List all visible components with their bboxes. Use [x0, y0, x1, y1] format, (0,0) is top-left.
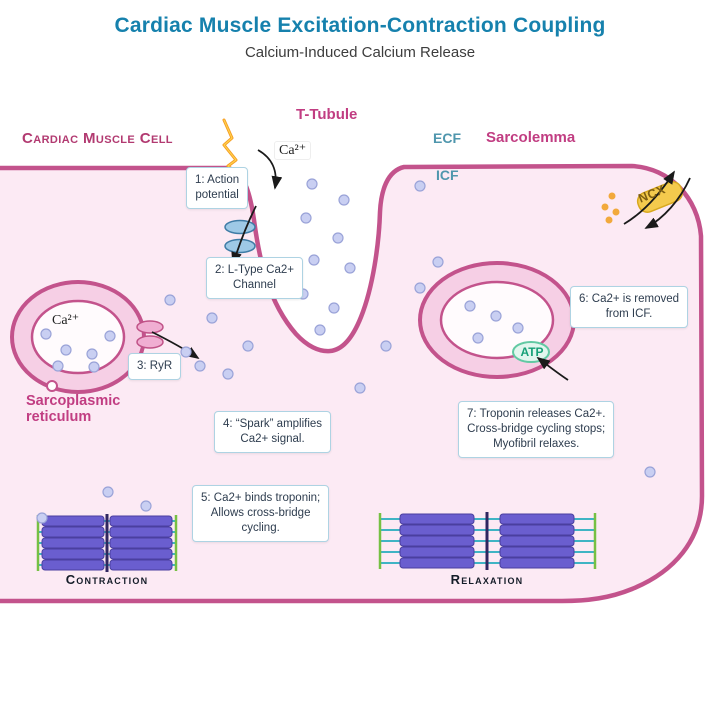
calcium-ion: [88, 361, 100, 373]
page-title: Cardiac Muscle Excitation-Contraction Co…: [114, 14, 606, 37]
sodium-ions: [601, 192, 620, 224]
calcium-ion: [60, 344, 72, 356]
calcium-ion: [328, 302, 340, 314]
calcium-ions: [36, 178, 656, 524]
page-subtitle: Calcium-Induced Calcium Release: [244, 44, 476, 61]
calcium-label-extracellular: Ca²⁺: [274, 141, 312, 160]
membrane-pin: [46, 380, 58, 392]
calcium-label-sr: Ca²⁺: [52, 313, 80, 328]
calcium-ion: [414, 180, 426, 192]
calcium-ion: [306, 178, 318, 190]
step-2-ltype-channel: 2: L-Type Ca2+ Channel: [206, 257, 303, 299]
arrow-ca-entry: [257, 149, 283, 190]
calcium-ion: [242, 340, 254, 352]
calcium-ion: [472, 332, 484, 344]
calcium-ion: [164, 294, 176, 306]
calcium-ion: [354, 382, 366, 394]
calcium-ion: [52, 360, 64, 372]
calcium-ion: [206, 312, 218, 324]
calcium-ion: [338, 194, 350, 206]
myofibril-relaxation: [378, 512, 597, 570]
calcium-ion: [644, 466, 656, 478]
calcium-ion: [300, 212, 312, 224]
atp-label: ATP: [520, 345, 544, 359]
calcium-ion: [180, 346, 192, 358]
step-5-troponin-binding: 5: Ca2+ binds troponin; Allows cross-bri…: [192, 485, 330, 542]
calcium-ion: [36, 512, 48, 524]
arrow-ncx-in: [644, 177, 691, 229]
calcium-ion: [490, 310, 502, 322]
calcium-ion: [40, 328, 52, 340]
calcium-ion: [344, 262, 356, 274]
calcium-ion: [194, 360, 206, 372]
arrow-ncx-out: [623, 170, 675, 225]
myofibril-contraction: [36, 514, 178, 572]
calcium-ion: [102, 486, 114, 498]
calcium-ion: [414, 282, 426, 294]
cardiac-muscle-cell-label: Cardiac Muscle Cell: [22, 130, 173, 147]
calcium-ion: [432, 256, 444, 268]
flow-arrows: [151, 149, 691, 381]
ryr-channel: [136, 320, 164, 349]
arrow-ryr-release: [151, 331, 200, 359]
step-3-ryr: 3: RyR: [128, 353, 182, 380]
relaxation-label: Relaxation: [450, 572, 524, 587]
ecf-label: ECF: [433, 130, 461, 146]
step-4-spark: 4: “Spark” amplifies Ca2+ signal.: [214, 411, 332, 453]
step-6-ca-removal: 6: Ca2+ is removed from ICF.: [570, 286, 689, 328]
calcium-ion: [86, 348, 98, 360]
t-tubule-label: T-Tubule: [296, 106, 358, 123]
sarcolemma-label: Sarcolemma: [486, 129, 576, 146]
calcium-ion: [222, 368, 234, 380]
sarcoplasmic-reticulum-ring: [10, 280, 146, 394]
icf-label: ICF: [436, 167, 459, 183]
calcium-ion: [308, 254, 320, 266]
calcium-ion: [464, 300, 476, 312]
calcium-ion: [314, 324, 326, 336]
calcium-ion: [380, 340, 392, 352]
step-7-relaxation: 7: Troponin releases Ca2+. Cross-bridge …: [458, 401, 615, 458]
sarcoplasmic-reticulum-label: Sarcoplasmic reticulum: [26, 393, 121, 426]
step-1-action-potential: 1: Action potential: [186, 167, 249, 209]
contraction-label: Contraction: [65, 572, 149, 587]
calcium-ion: [140, 500, 152, 512]
calcium-ion: [332, 232, 344, 244]
calcium-ion: [512, 322, 524, 334]
calcium-ion: [104, 330, 116, 342]
arrow-into-atp: [536, 356, 569, 381]
